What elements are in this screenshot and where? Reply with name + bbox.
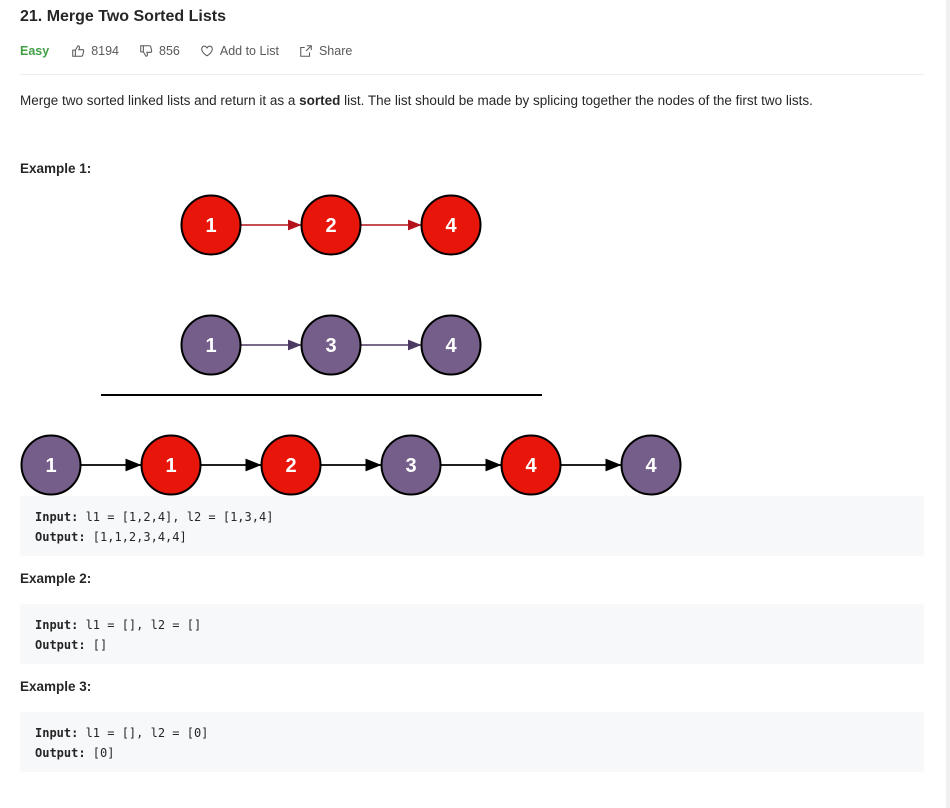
share-label: Share bbox=[318, 44, 353, 58]
node-circle bbox=[180, 194, 242, 256]
node-circle bbox=[500, 434, 562, 496]
heart-icon bbox=[201, 45, 213, 57]
share-button[interactable]: Share bbox=[299, 44, 352, 58]
add-to-list-button[interactable]: Add to List bbox=[200, 44, 279, 58]
list1-node: 4 bbox=[420, 194, 482, 256]
node-circle bbox=[140, 434, 202, 496]
thumbs-down-icon bbox=[140, 45, 153, 57]
node-circle bbox=[20, 434, 82, 496]
example-3-code: Input: l1 = [], l2 = [0] Output: [0] bbox=[20, 712, 924, 772]
merged-node: 4 bbox=[620, 434, 682, 496]
merged-node: 1 bbox=[20, 434, 82, 496]
share-icon bbox=[300, 45, 312, 57]
node-label: 4 bbox=[445, 215, 457, 237]
node-label: 2 bbox=[325, 215, 336, 237]
list2-node: 3 bbox=[300, 314, 362, 376]
example-2-heading: Example 2: bbox=[20, 571, 92, 586]
like-count: 8194 bbox=[91, 44, 120, 58]
node-label: 1 bbox=[205, 215, 216, 237]
input-label: Input: bbox=[35, 726, 79, 740]
output-label: Output: bbox=[35, 530, 86, 544]
node-label: 3 bbox=[325, 335, 336, 357]
output-value: [] bbox=[85, 638, 108, 652]
node-circle bbox=[420, 314, 482, 376]
node-label: 4 bbox=[445, 335, 457, 357]
node-circle bbox=[180, 314, 242, 376]
input-value: l1 = [1,2,4], l2 = [1,3,4] bbox=[78, 510, 274, 524]
merged-node: 3 bbox=[380, 434, 442, 496]
thumbs-up-icon bbox=[72, 45, 85, 57]
node-circle bbox=[620, 434, 682, 496]
problem-meta-bar: Easy 8194 856 Add to List Share bbox=[20, 42, 372, 60]
dislike-button[interactable]: 856 bbox=[139, 44, 180, 58]
node-circle bbox=[380, 434, 442, 496]
description-text: list. The list should be made by splicin… bbox=[340, 93, 813, 108]
example-3-heading: Example 3: bbox=[20, 679, 92, 694]
node-circle bbox=[260, 434, 322, 496]
output-value: [0] bbox=[85, 746, 115, 760]
input-label: Input: bbox=[35, 510, 79, 524]
add-to-list-label: Add to List bbox=[219, 44, 279, 58]
scrollbar[interactable] bbox=[946, 0, 950, 808]
example-1-code: Input: l1 = [1,2,4], l2 = [1,3,4] Output… bbox=[20, 496, 924, 556]
node-label: 2 bbox=[285, 455, 296, 477]
description-text: Merge two sorted linked lists and return… bbox=[20, 93, 300, 108]
description-bold-word: sorted bbox=[299, 93, 341, 108]
node-label: 4 bbox=[525, 455, 537, 477]
header-divider bbox=[20, 74, 924, 75]
node-circle bbox=[300, 314, 362, 376]
list1-node: 1 bbox=[180, 194, 242, 256]
output-value: [1,1,2,3,4,4] bbox=[85, 530, 187, 544]
node-label: 1 bbox=[165, 455, 176, 477]
input-label: Input: bbox=[35, 618, 79, 632]
output-label: Output: bbox=[35, 746, 86, 760]
input-value: l1 = [], l2 = [] bbox=[78, 618, 202, 632]
output-label: Output: bbox=[35, 638, 86, 652]
list2-node: 1 bbox=[180, 314, 242, 376]
dislike-count: 856 bbox=[159, 44, 180, 58]
node-circle bbox=[420, 194, 482, 256]
example-1-heading: Example 1: bbox=[20, 161, 92, 176]
node-label: 4 bbox=[645, 455, 657, 477]
node-label: 1 bbox=[45, 455, 56, 477]
merge-diagram: 1 2 4 1 3 4 1 1 2 3 4 4 bbox=[20, 194, 682, 496]
merged-node: 2 bbox=[260, 434, 322, 496]
example-2-code: Input: l1 = [], l2 = [] Output: [] bbox=[20, 604, 924, 664]
node-circle bbox=[300, 194, 362, 256]
difficulty-badge: Easy bbox=[20, 44, 50, 58]
problem-title: 21. Merge Two Sorted Lists bbox=[20, 8, 226, 25]
like-button[interactable]: 8194 bbox=[71, 44, 119, 58]
node-label: 3 bbox=[405, 455, 416, 477]
merged-node: 4 bbox=[500, 434, 562, 496]
list2-node: 4 bbox=[420, 314, 482, 376]
node-label: 1 bbox=[205, 335, 216, 357]
problem-description: Merge two sorted linked lists and return… bbox=[20, 91, 924, 111]
list1-node: 2 bbox=[300, 194, 362, 256]
input-value: l1 = [], l2 = [0] bbox=[78, 726, 209, 740]
merged-node: 1 bbox=[140, 434, 202, 496]
